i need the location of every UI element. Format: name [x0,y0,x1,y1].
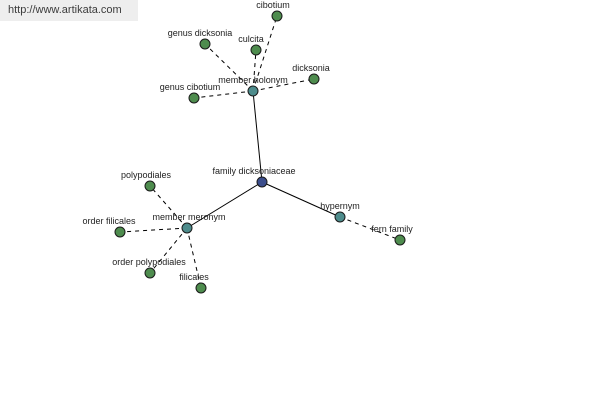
edge-hypernym-to-fern-family [339,216,401,241]
edges-layer [119,15,401,289]
edge-member-holonym-to-genus-cibotium [193,90,254,99]
node-label-dicksonia: dicksonia [292,63,330,73]
edge-member-meronym-to-polypodiales [149,185,188,229]
node-label-family-dicksoniaceae: family dicksoniaceae [212,166,295,176]
node-label-filicales: filicales [179,272,209,282]
node-member-holonym[interactable] [247,85,259,97]
node-filicales[interactable] [195,282,207,294]
node-label-order-polypodiales: order polypodiales [112,257,186,267]
node-label-order-filicales: order filicales [82,216,136,226]
node-label-fern-family: fern family [371,224,413,234]
edge-member-meronym-to-order-filicales [119,227,188,233]
node-cibotium[interactable] [271,10,283,22]
edge-family-dicksoniaceae-to-hypernym [261,181,341,218]
edge-member-meronym-to-filicales [186,227,202,289]
node-order-filicales[interactable] [114,226,126,238]
edge-member-holonym-to-cibotium [252,15,278,92]
edge-member-holonym-to-dicksonia [252,78,315,92]
node-genus-dicksonia[interactable] [199,38,211,50]
node-label-culcita: culcita [238,34,264,44]
node-family-dicksoniaceae[interactable] [256,176,268,188]
node-label-polypodiales: polypodiales [121,170,172,180]
node-hypernym[interactable] [334,211,346,223]
node-label-hypernym: hypernym [320,201,360,211]
node-label-member-meronym: member meronym [152,212,225,222]
edge-member-meronym-to-order-polypodiales [149,227,188,274]
node-member-meronym[interactable] [181,222,193,234]
watermark-url[interactable]: http://www.artikata.com [0,0,138,21]
node-label-genus-dicksonia: genus dicksonia [168,28,233,38]
node-polypodiales[interactable] [144,180,156,192]
edge-family-dicksoniaceae-to-member-meronym [186,181,263,229]
node-label-genus-cibotium: genus cibotium [160,82,221,92]
node-label-cibotium: cibotium [256,0,290,10]
labels-layer: family dicksoniaceae member holonym member… [82,0,413,282]
edge-member-holonym-to-genus-dicksonia [204,43,254,92]
node-dicksonia[interactable] [308,73,320,85]
node-culcita[interactable] [250,44,262,56]
edge-family-dicksoniaceae-to-member-holonym [252,90,263,183]
nodes-layer [114,10,406,294]
edge-member-holonym-to-culcita [252,49,257,92]
node-fern-family[interactable] [394,234,406,246]
node-label-member-holonym: member holonym [218,75,288,85]
node-genus-cibotium[interactable] [188,92,200,104]
node-order-polypodiales[interactable] [144,267,156,279]
